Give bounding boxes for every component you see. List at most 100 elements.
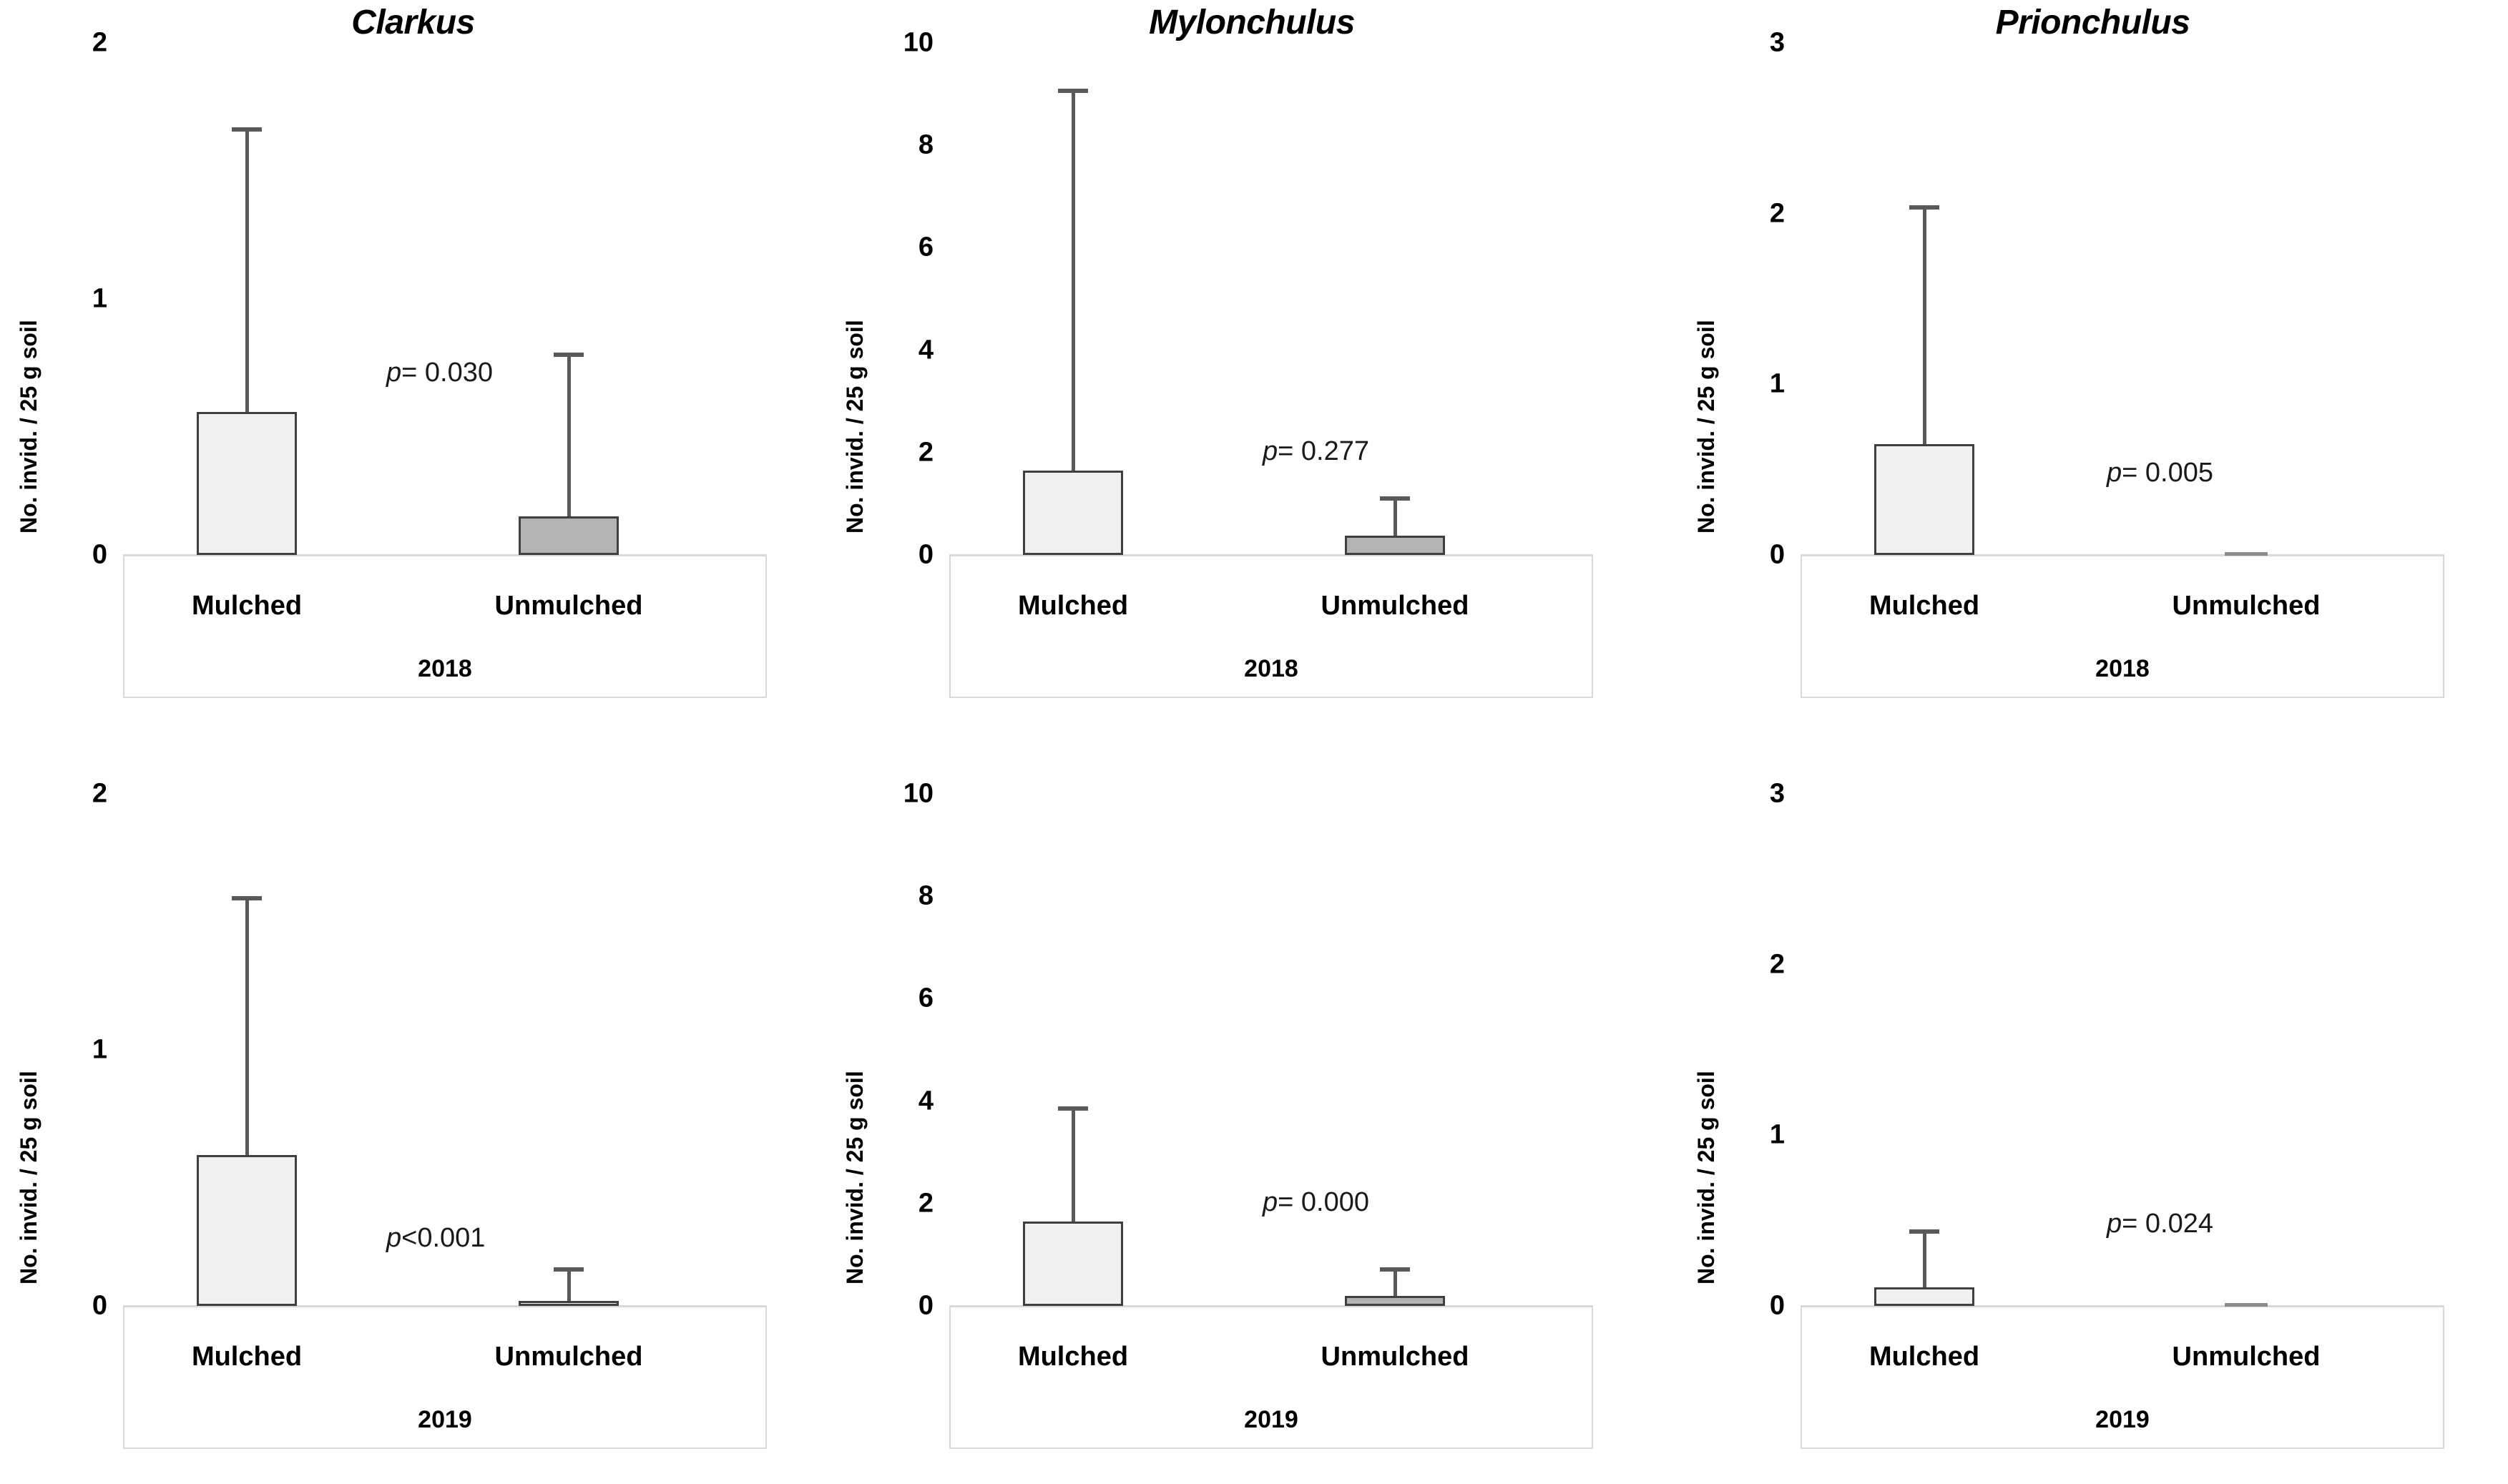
y-axis-title: No. invid. / 25 g soil bbox=[842, 1071, 868, 1284]
error-bar-cap bbox=[1909, 205, 1939, 210]
year-label: 2018 bbox=[2095, 655, 2150, 682]
p-symbol: p bbox=[2107, 1209, 2122, 1239]
p-symbol: p bbox=[386, 1223, 402, 1253]
p-value-text: = 0.030 bbox=[401, 358, 493, 388]
bar-mulched bbox=[1023, 470, 1123, 555]
category-label-unmulched: Unmulched bbox=[2172, 1342, 2321, 1372]
p-symbol: p bbox=[2107, 458, 2122, 488]
error-bar-stem bbox=[1923, 205, 1926, 444]
category-label-unmulched: Unmulched bbox=[2172, 591, 2321, 621]
category-label-mulched: Mulched bbox=[1868, 1342, 1980, 1372]
category-label-mulched: Mulched bbox=[191, 1342, 303, 1372]
y-axis-title: No. invid. / 25 g soil bbox=[16, 320, 41, 534]
category-label-mulched: Mulched bbox=[1017, 591, 1129, 621]
panel-title-prionchulus-2018: Prionchulus bbox=[1995, 4, 2190, 41]
category-label-mulched: Mulched bbox=[1017, 1342, 1129, 1372]
y-tick-label: 0 bbox=[1769, 1290, 1785, 1321]
error-bar-cap bbox=[232, 896, 262, 901]
error-bar-cap bbox=[1380, 496, 1410, 501]
category-axis-box bbox=[1801, 1306, 2444, 1449]
error-bar-stem bbox=[1072, 89, 1075, 471]
y-tick-label: 2 bbox=[1769, 198, 1785, 229]
y-tick-label: 2 bbox=[918, 1188, 934, 1219]
p-symbol: p bbox=[386, 358, 402, 388]
y-tick-label: 0 bbox=[92, 539, 107, 570]
error-bar-stem bbox=[1393, 1267, 1397, 1296]
y-tick-label: 3 bbox=[1769, 778, 1785, 809]
y-tick-label: 0 bbox=[1769, 539, 1785, 570]
error-bar-stem bbox=[1072, 1106, 1075, 1222]
y-axis-title: No. invid. / 25 g soil bbox=[16, 1071, 41, 1284]
p-value-text: = 0.005 bbox=[2122, 458, 2213, 488]
error-bar-stem bbox=[1393, 496, 1397, 536]
y-tick-label: 2 bbox=[92, 27, 107, 58]
p-value-annotation: p<0.001 bbox=[386, 1223, 485, 1254]
y-tick-label: 3 bbox=[1769, 27, 1785, 58]
category-axis-box bbox=[123, 555, 767, 698]
bar-unmulched bbox=[519, 1300, 619, 1306]
baseline-axis bbox=[1801, 554, 2444, 556]
p-value-annotation: p= 0.277 bbox=[1263, 436, 1369, 467]
bar-unmulched bbox=[1345, 1295, 1445, 1306]
y-tick-label: 6 bbox=[918, 983, 934, 1013]
y-tick-label: 0 bbox=[918, 1290, 934, 1321]
y-tick-label: 6 bbox=[918, 232, 934, 262]
y-tick-label: 1 bbox=[1769, 368, 1785, 399]
p-value-text: = 0.024 bbox=[2122, 1209, 2213, 1239]
error-bar-stem bbox=[245, 127, 249, 412]
y-tick-label: 0 bbox=[92, 1290, 107, 1321]
category-label-mulched: Mulched bbox=[191, 591, 303, 621]
p-symbol: p bbox=[1263, 436, 1278, 466]
p-value-text: = 0.000 bbox=[1278, 1187, 1369, 1217]
p-value-annotation: p= 0.005 bbox=[2107, 458, 2213, 488]
p-value-annotation: p= 0.000 bbox=[1263, 1187, 1369, 1218]
error-bar-cap bbox=[1909, 1229, 1939, 1234]
error-bar-cap bbox=[554, 353, 584, 358]
panel-title-clarkus-2018: Clarkus bbox=[351, 4, 475, 41]
baseline-axis bbox=[123, 554, 767, 556]
bar-mulched bbox=[1874, 443, 1974, 555]
y-tick-label: 8 bbox=[918, 880, 934, 911]
category-axis-box bbox=[949, 555, 1593, 698]
y-tick-label: 10 bbox=[903, 27, 934, 58]
p-value-text: = 0.277 bbox=[1278, 436, 1369, 466]
y-tick-label: 4 bbox=[918, 335, 934, 365]
year-label: 2019 bbox=[1244, 1406, 1298, 1433]
y-tick-label: 1 bbox=[92, 283, 107, 314]
y-axis-title: No. invid. / 25 g soil bbox=[1693, 320, 1719, 534]
baseline-axis bbox=[1801, 1305, 2444, 1307]
bar-mulched bbox=[197, 1154, 297, 1306]
category-axis-box bbox=[123, 1306, 767, 1449]
error-bar-cap bbox=[1380, 1267, 1410, 1272]
baseline-axis bbox=[949, 554, 1593, 556]
bar-unmulched bbox=[519, 516, 619, 555]
y-tick-label: 2 bbox=[918, 437, 934, 468]
year-label: 2019 bbox=[418, 1406, 472, 1433]
bar-unmulched bbox=[2225, 552, 2268, 556]
baseline-axis bbox=[123, 1305, 767, 1307]
p-value-annotation: p= 0.024 bbox=[2107, 1209, 2213, 1239]
error-bar-stem bbox=[567, 1267, 571, 1301]
y-axis-title: No. invid. / 25 g soil bbox=[1693, 1071, 1719, 1284]
bar-unmulched bbox=[1345, 535, 1445, 555]
bar-unmulched bbox=[2225, 1303, 2268, 1307]
bar-mulched bbox=[1023, 1221, 1123, 1306]
error-bar-cap bbox=[554, 1267, 584, 1272]
category-label-unmulched: Unmulched bbox=[494, 591, 643, 621]
bar-mulched bbox=[197, 411, 297, 555]
error-bar-cap bbox=[232, 127, 262, 132]
category-label-mulched: Mulched bbox=[1868, 591, 1980, 621]
y-tick-label: 1 bbox=[1769, 1119, 1785, 1150]
error-bar-cap bbox=[1058, 89, 1088, 94]
category-label-unmulched: Unmulched bbox=[1321, 1342, 1469, 1372]
y-tick-label: 10 bbox=[903, 778, 934, 809]
y-axis-title: No. invid. / 25 g soil bbox=[842, 320, 868, 534]
y-tick-label: 1 bbox=[92, 1034, 107, 1065]
category-label-unmulched: Unmulched bbox=[494, 1342, 643, 1372]
p-value-text: <0.001 bbox=[401, 1223, 486, 1253]
year-label: 2019 bbox=[2095, 1406, 2150, 1433]
